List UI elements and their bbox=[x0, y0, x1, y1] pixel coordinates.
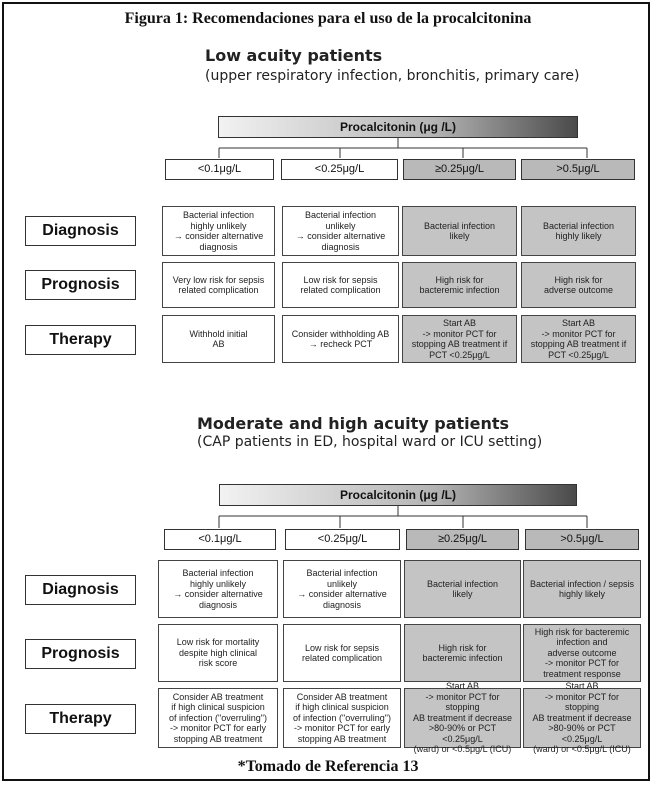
low-therapy-cell: Start AB -> monitor PCT for stopping AB … bbox=[521, 315, 636, 363]
low-diagnosis-cell: Bacterial infection likely bbox=[402, 206, 517, 256]
high-diagnosis-cell: Bacterial infection / sepsis highly like… bbox=[523, 560, 641, 618]
low-acuity-heading: Low acuity patients bbox=[205, 46, 383, 65]
high-category-ge-0-25: ≥0.25μg/L bbox=[406, 529, 519, 550]
figure-frame bbox=[2, 2, 650, 781]
high-acuity-subheading: (CAP patients in ED, hospital ward or IC… bbox=[197, 434, 543, 450]
low-prognosis-cell: High risk for bacteremic infection bbox=[402, 262, 517, 308]
high-diagnosis-cell: Bacterial infection unlikely → consider … bbox=[283, 560, 401, 618]
low-therapy-cell: Start AB -> monitor PCT for stopping AB … bbox=[402, 315, 517, 363]
low-diagnosis-cell: Bacterial infection highly unlikely → co… bbox=[162, 206, 275, 256]
low-prognosis-cell: Very low risk for sepsis related complic… bbox=[162, 262, 275, 308]
low-acuity-subheading: (upper respiratory infection, bronchitis… bbox=[205, 68, 580, 84]
high-category-lt-0-1: <0.1μg/L bbox=[164, 529, 276, 550]
high-acuity-heading: Moderate and high acuity patients bbox=[197, 414, 510, 433]
high-therapy-cell: Start AB -> monitor PCT for stopping AB … bbox=[404, 681, 521, 754]
high-prognosis-cell: Low risk for mortality despite high clin… bbox=[158, 624, 278, 682]
low-row-label-prognosis: Prognosis bbox=[25, 270, 136, 300]
low-category-lt-0-1: <0.1μg/L bbox=[165, 159, 274, 180]
low-diagnosis-cell: Bacterial infection unlikely → consider … bbox=[282, 206, 399, 256]
high-procalcitonin-bar: Procalcitonin (μg /L) bbox=[219, 484, 577, 506]
high-therapy-cell: Consider AB treatment if high clinical s… bbox=[283, 688, 401, 748]
high-diagnosis-cell: Bacterial infection highly unlikely → co… bbox=[158, 560, 278, 618]
low-therapy-cell: Consider withholding AB → recheck PCT bbox=[282, 315, 399, 363]
low-category-gt-0-5: >0.5μg/L bbox=[521, 159, 635, 180]
high-category-gt-0-5: >0.5μg/L bbox=[525, 529, 639, 550]
high-diagnosis-cell: Bacterial infection likely bbox=[404, 560, 521, 618]
low-prognosis-cell: High risk for adverse outcome bbox=[521, 262, 636, 308]
high-row-label-therapy: Therapy bbox=[25, 704, 136, 734]
high-therapy-cell: Consider AB treatment if high clinical s… bbox=[158, 688, 278, 748]
low-diagnosis-cell: Bacterial infection highly likely bbox=[521, 206, 636, 256]
high-bracket-lines bbox=[218, 506, 588, 528]
high-row-label-diagnosis: Diagnosis bbox=[25, 575, 136, 605]
low-category-lt-0-25: <0.25μg/L bbox=[281, 159, 398, 180]
low-row-label-therapy: Therapy bbox=[25, 325, 136, 355]
high-prognosis-cell: High risk for bacteremic infection and a… bbox=[523, 624, 641, 682]
low-row-label-diagnosis: Diagnosis bbox=[25, 216, 136, 246]
reference-note: *Tomado de Referencia 13 bbox=[237, 758, 419, 775]
high-therapy-cell: Start AB -> monitor PCT for stopping AB … bbox=[523, 681, 641, 754]
figure-title: Figura 1: Recomendaciones para el uso de… bbox=[124, 10, 532, 27]
low-procalcitonin-bar: Procalcitonin (μg /L) bbox=[218, 116, 578, 138]
low-bracket-lines bbox=[218, 138, 588, 158]
high-category-lt-0-25: <0.25μg/L bbox=[285, 529, 400, 550]
low-prognosis-cell: Low risk for sepsis related complication bbox=[282, 262, 399, 308]
low-therapy-cell: Withhold initial AB bbox=[162, 315, 275, 363]
high-row-label-prognosis: Prognosis bbox=[25, 639, 136, 669]
high-prognosis-cell: Low risk for sepsis related complication bbox=[283, 624, 401, 682]
high-prognosis-cell: High risk for bacteremic infection bbox=[404, 624, 521, 682]
low-category-ge-0-25: ≥0.25μg/L bbox=[403, 159, 516, 180]
